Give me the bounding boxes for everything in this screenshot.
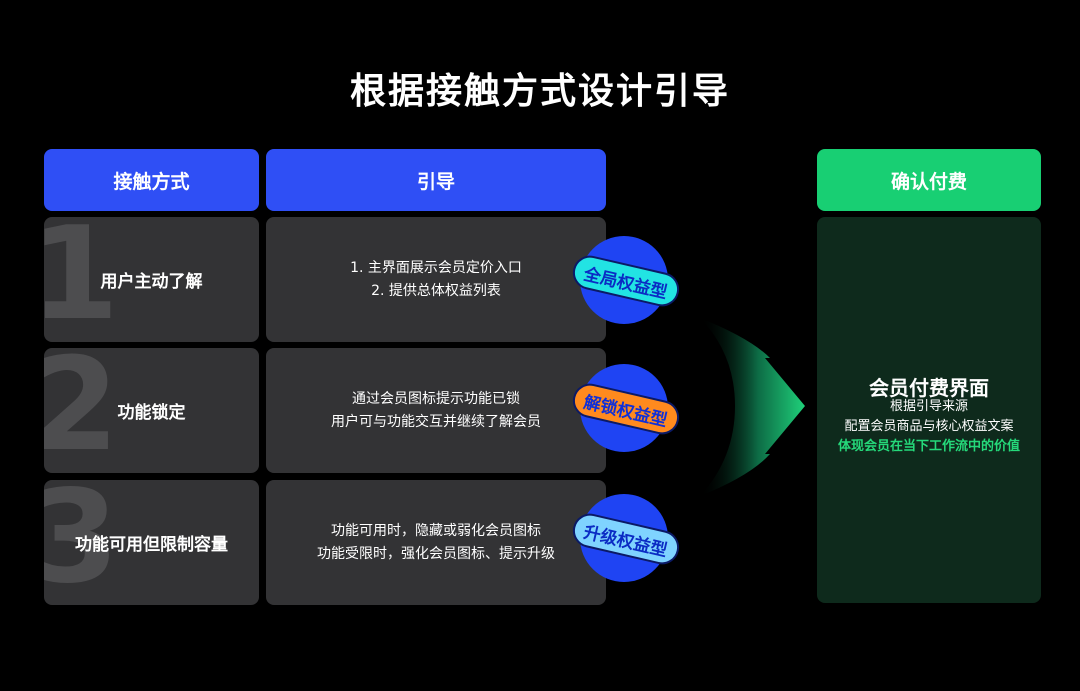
guide-text-3b: 功能受限时，强化会员图标、提示升级	[317, 545, 555, 562]
flow-arrow-icon	[700, 318, 805, 496]
guide-card-2: 通过会员图标提示功能已锁 用户可与功能交互并继续了解会员	[266, 348, 606, 473]
guide-text-2a: 通过会员图标提示功能已锁	[352, 390, 520, 407]
result-title: 会员付费界面	[869, 376, 989, 400]
guide-text-2b: 用户可与功能交互并继续了解会员	[331, 413, 541, 430]
result-line-1: 根据引导来源	[889, 399, 968, 414]
row-number-3: 3	[44, 480, 120, 605]
method-label-2: 功能锁定	[117, 403, 186, 423]
method-label-3: 功能可用但限制容量	[75, 535, 228, 555]
row-number-1: 1	[44, 217, 120, 342]
badge-upgrade-rights: 升级权益型	[569, 494, 683, 594]
guide-text-1a: 1. 主界面展示会员定价入口	[350, 259, 522, 276]
method-label-1: 用户主动了解	[100, 272, 203, 292]
result-card: 会员付费界面 根据引导来源 配置会员商品与核心权益文案 体现会员在当下工作流中的…	[817, 217, 1041, 603]
method-card-2: 2 功能锁定	[44, 348, 259, 473]
method-card-3: 3 功能可用但限制容量	[44, 480, 259, 605]
header-guide-label: 引导	[416, 170, 455, 193]
guide-card-1: 1. 主界面展示会员定价入口 2. 提供总体权益列表	[266, 217, 606, 342]
result-line-2: 配置会员商品与核心权益文案	[844, 419, 1014, 434]
badge-global-rights: 全局权益型	[569, 236, 683, 336]
header-contact-method: 接触方式	[44, 149, 259, 211]
header-confirm-payment: 确认付费	[817, 149, 1041, 211]
badge-unlock-rights: 解锁权益型	[569, 364, 683, 464]
row-number-2: 2	[44, 348, 120, 473]
header-contact-method-label: 接触方式	[113, 170, 190, 193]
guide-text-1b: 2. 提供总体权益列表	[371, 282, 501, 299]
method-card-1: 1 用户主动了解	[44, 217, 259, 342]
result-line-3: 体现会员在当下工作流中的价值	[837, 439, 1020, 454]
guide-card-3: 功能可用时，隐藏或弱化会员图标 功能受限时，强化会员图标、提示升级	[266, 480, 606, 605]
header-guide: 引导	[266, 149, 606, 211]
header-confirm-payment-label: 确认付费	[890, 170, 967, 193]
page-title: 根据接触方式设计引导	[349, 71, 730, 112]
guide-text-3a: 功能可用时，隐藏或弱化会员图标	[331, 522, 541, 539]
